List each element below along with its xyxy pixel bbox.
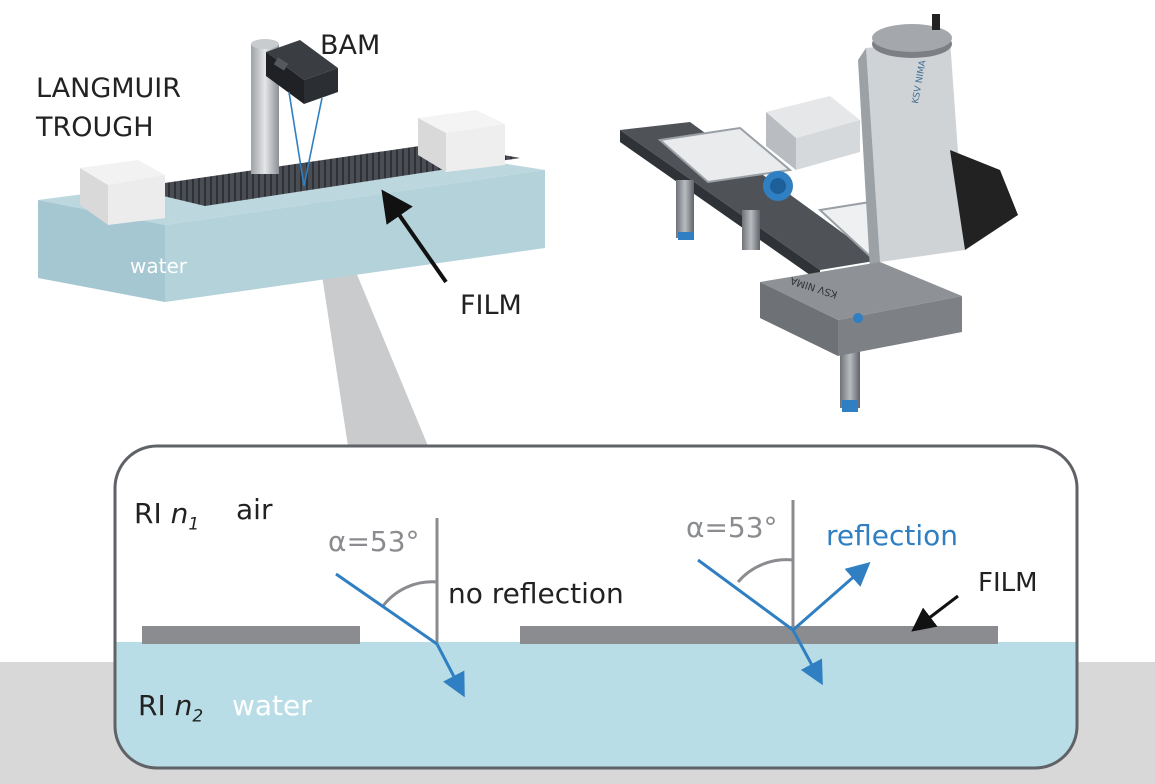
water-region — [115, 642, 1077, 768]
film-strip-right — [520, 626, 998, 644]
reflected-ray-right — [792, 562, 871, 632]
angle-arc-right — [736, 558, 794, 583]
ri-n1-label: RI n1 — [134, 497, 200, 535]
detail-film-label: FILM — [978, 568, 1038, 598]
detail-film-arrow — [911, 594, 959, 632]
film-strip-left — [142, 626, 360, 644]
angle-label-right: α=53° — [686, 511, 778, 544]
incident-beam — [288, 91, 305, 187]
air-label: air — [236, 493, 273, 526]
film-pointer-arrow — [381, 189, 448, 284]
trough-front — [38, 200, 165, 302]
incident-ray-right — [697, 558, 794, 632]
reflection-label: reflection — [826, 519, 959, 552]
refracted-ray-left — [435, 643, 465, 698]
water-label: water — [232, 689, 312, 722]
ri-n2-label: RI n2 — [138, 689, 204, 727]
no-reflection-label: no reflection — [448, 577, 624, 610]
ksv-nima-instrument — [620, 14, 1018, 412]
trough-water-label: water — [130, 254, 187, 278]
trough-film — [130, 143, 520, 206]
incident-ray-left — [335, 572, 438, 646]
trough-title-line1: LANGMUIR — [36, 73, 182, 104]
refracted-ray-right — [791, 629, 823, 686]
trough-title-line2: TROUGH — [36, 112, 154, 143]
bam-label: BAM — [320, 30, 381, 61]
detail-panel — [113, 444, 1079, 770]
langmuir-trough — [38, 39, 545, 302]
angle-arc-left — [381, 580, 438, 607]
bam-camera — [266, 40, 338, 104]
reflected-beam — [303, 97, 323, 187]
angle-label-left: α=53° — [328, 525, 420, 558]
trough-film-label: FILM — [460, 290, 522, 321]
